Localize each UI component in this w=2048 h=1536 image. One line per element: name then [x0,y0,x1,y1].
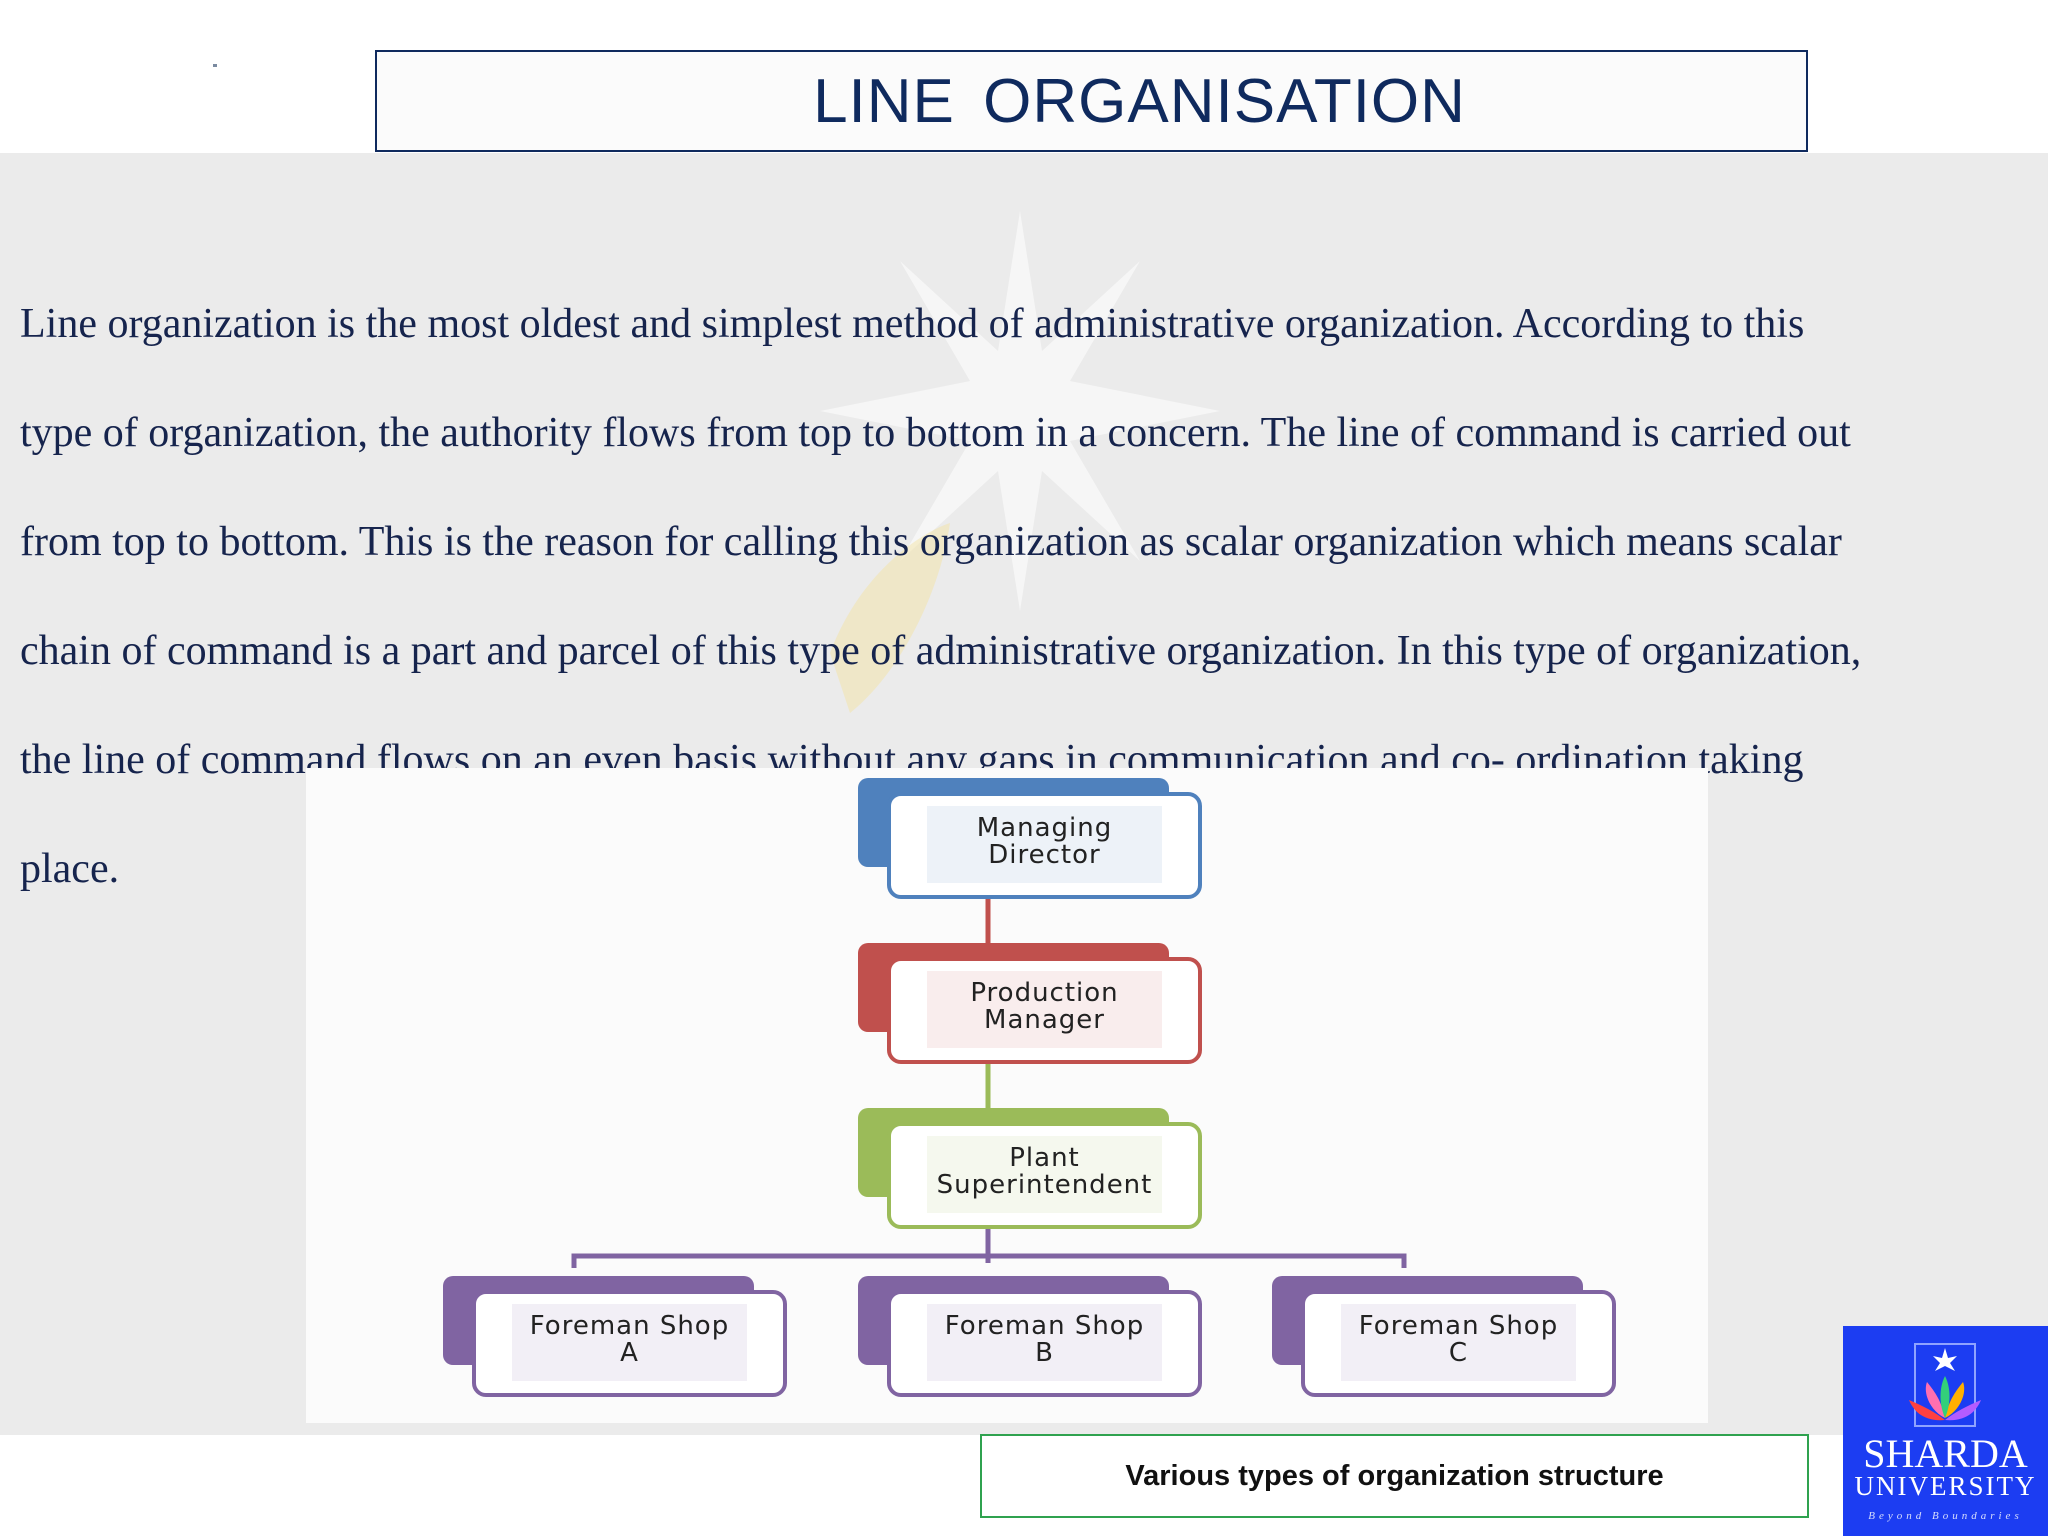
slide-title: LINE ORGANISATION [813,66,1466,136]
node-label: Director [988,840,1100,870]
body-line: Line organization is the most oldest and… [20,301,1805,347]
node-highlight [1341,1304,1576,1381]
node-label: Foreman Shop [1359,1311,1558,1341]
node-label: A [620,1338,639,1368]
node-highlight [927,1304,1162,1381]
node-label: Manager [984,1005,1105,1035]
node-highlight [927,1136,1162,1213]
node-box [887,792,1202,899]
body-line: from top to bottom. This is the reason f… [20,519,1842,565]
node-box [472,1290,787,1397]
org-chart-diagram: ManagingDirectorProductionManagerPlantSu… [443,778,1616,1397]
node-highlight [927,971,1162,1048]
caption-box: Various types of organization structure [980,1434,1809,1518]
node-label: Managing [977,813,1113,843]
star-watermark-icon [820,211,1220,713]
title-box: LINE ORGANISATION [375,50,1808,152]
node-label: Foreman Shop [945,1311,1144,1341]
logo-tagline: Beyond Boundaries [1868,1510,2023,1522]
node-label: Production [970,978,1118,1008]
university-logo: SHARDA UNIVERSITY Beyond Boundaries [1843,1326,2048,1536]
body-line: place. [20,846,120,892]
node-highlight [512,1304,747,1381]
caption-text: Various types of organization structure [1125,1459,1664,1492]
node-label: Superintendent [937,1170,1153,1200]
node-box [887,1122,1202,1229]
body-line: chain of command is a part and parcel of… [20,628,1862,674]
node-label: Plant [1009,1143,1080,1173]
connector-line [571,1253,1407,1268]
corner-mark [213,64,217,67]
node-highlight [927,806,1162,883]
body-line: type of organization, the authority flow… [20,410,1851,456]
logo-subtitle: UNIVERSITY [1854,1471,2037,1501]
lotus-star-icon [1909,1343,1981,1427]
logo-name: SHARDA [1863,1431,2028,1476]
body-paragraph: Line organization is the most oldest and… [20,270,2040,924]
node-box [887,957,1202,1064]
node-label: B [1035,1338,1054,1368]
node-label: C [1449,1338,1468,1368]
node-label: Foreman Shop [530,1311,729,1341]
node-box [887,1290,1202,1397]
node-box [1301,1290,1616,1397]
